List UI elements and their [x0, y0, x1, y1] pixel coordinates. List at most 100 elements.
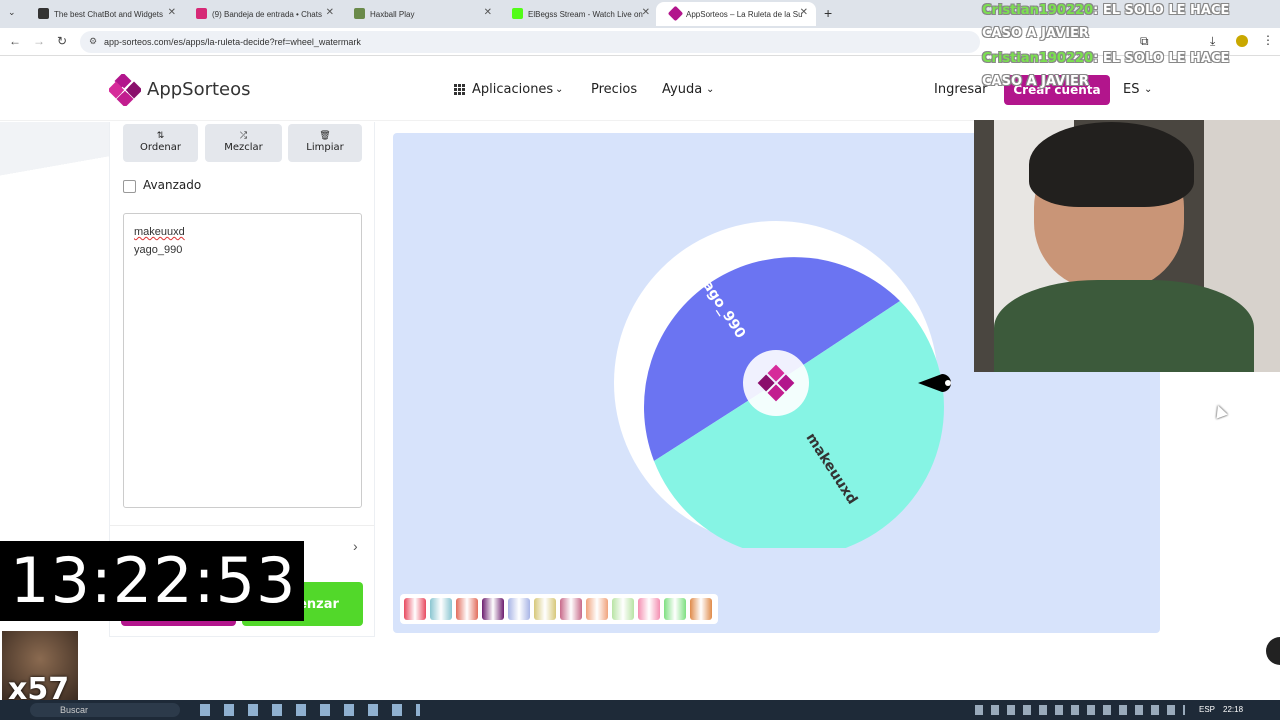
tab-instagram[interactable]: (9) Bandeja de entrada • Chats ✕ [182, 2, 342, 26]
download-icon[interactable]: ⤓ [1210, 34, 1216, 48]
nav-prices[interactable]: Precios [591, 82, 638, 97]
tab-list-chevron-icon[interactable]: ⌄ [8, 7, 16, 17]
shuffle-label: Mezclar [224, 142, 263, 153]
chevron-down-icon[interactable]: ⌄ [706, 84, 715, 95]
palette-swatch[interactable] [508, 598, 530, 620]
tab-label: (9) Bandeja de entrada • Chats [212, 9, 322, 19]
wheel-pointer-icon [918, 374, 951, 392]
palette-swatch[interactable] [638, 598, 660, 620]
tab-appsorteos[interactable]: AppSorteos – La Ruleta de la Su ✕ [656, 2, 816, 26]
taskbar-app-icons[interactable] [200, 704, 420, 716]
nav-apps[interactable]: Aplicaciones [472, 82, 554, 97]
tab-haxball[interactable]: Haxball Play ✕ [340, 2, 500, 26]
palette-swatch[interactable] [404, 598, 426, 620]
emote-image [2, 631, 78, 701]
search-label: Buscar [60, 705, 89, 715]
system-tray-icons[interactable] [975, 705, 1185, 715]
language-select[interactable]: ES [1123, 82, 1140, 97]
tab-chatbot[interactable]: The best ChatBot and Widgets ✕ [24, 2, 184, 26]
palette-swatch[interactable] [534, 598, 556, 620]
nav-help[interactable]: Ayuda [662, 82, 703, 97]
person-body [994, 280, 1254, 372]
login-link[interactable]: Ingresar [934, 82, 988, 97]
wheel[interactable]: yago_990 makeuuxd [610, 218, 970, 548]
shuffle-icon: ⤮ [239, 131, 248, 141]
profile-avatar[interactable] [1236, 35, 1248, 47]
close-icon[interactable]: ✕ [483, 7, 492, 18]
close-icon[interactable]: ✕ [325, 7, 334, 18]
chat-text: CASO A JAVIER [982, 74, 1089, 89]
address-bar[interactable]: ⚙ app-sorteos.com/es/apps/la-ruleta-deci… [80, 31, 980, 53]
wheel-hub[interactable] [743, 350, 809, 416]
mouse-cursor-icon [1212, 403, 1228, 419]
palette-swatch[interactable] [456, 598, 478, 620]
close-icon[interactable]: ✕ [799, 7, 808, 18]
brand-name[interactable]: AppSorteos [147, 79, 251, 100]
close-icon[interactable]: ✕ [641, 7, 650, 18]
tab-favicon-icon [196, 8, 207, 19]
chat-message: CASO A JAVIER [982, 26, 1089, 41]
tab-label: ElBegss Stream - Watch Live on [528, 9, 643, 19]
advanced-checkbox[interactable] [123, 180, 136, 193]
sort-icon: ⇅ [156, 131, 165, 141]
chat-text: : EL SOLO LE HACE [1093, 51, 1230, 66]
appsorteos-logo-icon[interactable]: ✕ [109, 74, 141, 106]
sort-button[interactable]: ⇅ Ordenar [123, 124, 198, 162]
create-account-button[interactable]: Crear cuenta [1004, 75, 1110, 105]
tab-label: Haxball Play [370, 9, 415, 19]
palette-swatch[interactable] [560, 598, 582, 620]
collapsible-section[interactable] [110, 525, 374, 567]
clock-overlay: 13:22:53 [0, 541, 304, 621]
taskbar-language[interactable]: ESP [1199, 705, 1216, 714]
taskbar-search[interactable]: Buscar [30, 703, 180, 717]
tab-favicon-icon [512, 8, 523, 19]
names-textarea[interactable]: makeuuxd yago_990 [123, 213, 362, 508]
tab-label: The best ChatBot and Widgets [54, 9, 163, 19]
reload-icon[interactable]: ↻ [57, 34, 68, 48]
chat-message: Cristian190220: EL SOLO LE HACE [982, 51, 1229, 66]
tab-kick-stream[interactable]: ElBegss Stream - Watch Live on ✕ [498, 2, 658, 26]
name-entry: yago_990 [134, 244, 183, 256]
chat-text: CASO A JAVIER [982, 26, 1089, 41]
palette-swatch[interactable] [482, 598, 504, 620]
clear-label: Limpiar [306, 142, 344, 153]
close-icon[interactable]: ✕ [167, 7, 176, 18]
floating-button[interactable] [1266, 637, 1280, 665]
chevron-down-icon[interactable]: ⌄ [555, 84, 564, 95]
sort-label: Ordenar [140, 142, 181, 153]
apps-grid-icon[interactable] [454, 84, 465, 95]
name-entry: makeuuxd [134, 226, 185, 238]
chevron-down-icon[interactable]: ⌄ [1144, 84, 1153, 95]
webcam-overlay [974, 120, 1280, 372]
new-tab-icon[interactable]: + [824, 5, 833, 21]
tab-favicon-icon [667, 5, 684, 22]
menu-icon[interactable]: ⋮ [1262, 33, 1274, 47]
person-hair [1029, 122, 1194, 207]
page-background-shape [0, 122, 109, 192]
chat-user: Cristian190220 [982, 51, 1094, 66]
tab-favicon-icon [354, 8, 365, 19]
back-icon[interactable]: ← [9, 34, 21, 48]
site-info-icon[interactable]: ⚙ [89, 36, 98, 46]
forward-icon[interactable]: → [33, 34, 45, 48]
hub-logo-icon [757, 364, 795, 402]
clear-button[interactable]: 🗑 Limpiar [288, 124, 362, 162]
extensions-icon[interactable]: ⧉ [1140, 34, 1149, 48]
palette-swatch[interactable] [430, 598, 452, 620]
palette-swatch[interactable] [690, 598, 712, 620]
chevron-right-icon[interactable]: › [353, 538, 358, 554]
windows-taskbar: Buscar ESP 22:18 [0, 700, 1280, 720]
shuffle-button[interactable]: ⤮ Mezclar [205, 124, 282, 162]
wheel-segment [654, 301, 944, 548]
svg-text:✕: ✕ [120, 84, 129, 97]
palette-swatch[interactable] [612, 598, 634, 620]
browser-tab-bar: ⌄ The best ChatBot and Widgets ✕ (9) Ban… [0, 0, 1280, 28]
color-palette-picker[interactable] [400, 594, 718, 624]
taskbar-clock[interactable]: 22:18 [1223, 705, 1244, 714]
tab-favicon-icon [38, 8, 49, 19]
advanced-label: Avanzado [143, 178, 202, 192]
palette-swatch[interactable] [664, 598, 686, 620]
palette-swatch[interactable] [586, 598, 608, 620]
chat-message: CASO A JAVIER [982, 74, 1089, 89]
chat-user: Cristian190220 [982, 3, 1094, 18]
